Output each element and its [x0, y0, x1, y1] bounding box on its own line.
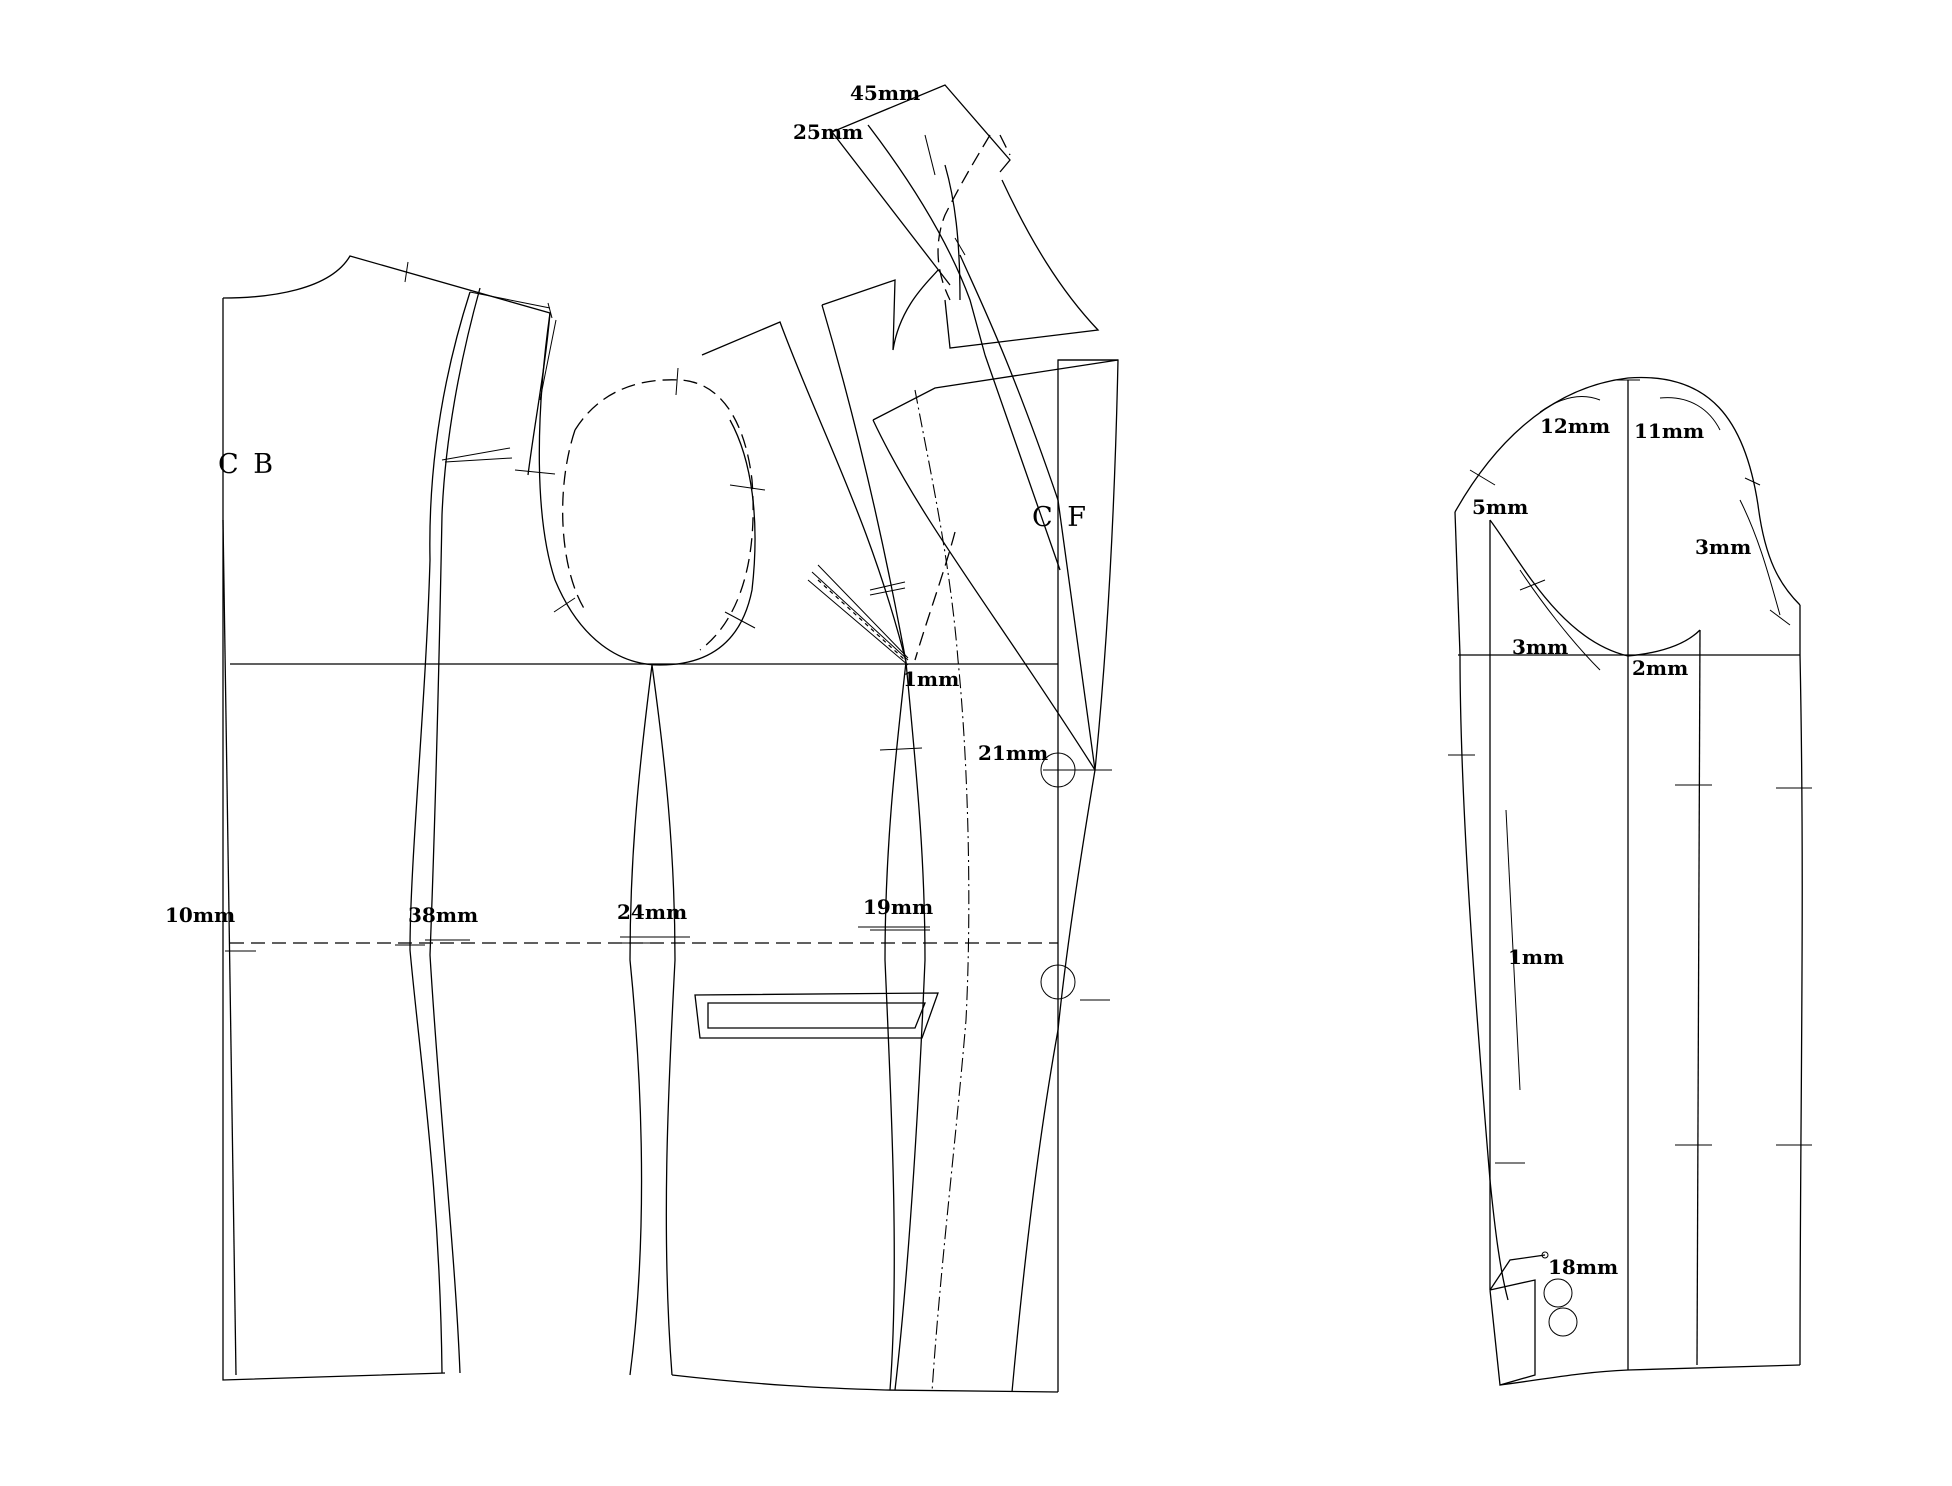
- button-icon: [1543, 1278, 1573, 1308]
- front-panel: [694, 269, 1119, 1393]
- measurement-label: 3mm: [1695, 535, 1751, 559]
- button-icon: [1040, 964, 1076, 1000]
- measurement-label: 11mm: [1634, 419, 1704, 443]
- lapel-collar: [831, 84, 1100, 771]
- measurement-label: 24mm: [617, 900, 687, 924]
- sleeve-pattern: 12mm 11mm 5mm 3mm 3mm 2mm 1mm 18mm: [1448, 376, 1812, 1386]
- measurement-label: 10mm: [165, 903, 235, 927]
- measurement-label: 1mm: [1508, 945, 1564, 969]
- center-back-label: C B: [218, 449, 276, 480]
- measurement-label: 25mm: [793, 120, 863, 144]
- measurement-label: 18mm: [1548, 1255, 1618, 1279]
- measurement-label: 3mm: [1512, 635, 1568, 659]
- button-hole-icon: [1541, 1251, 1549, 1259]
- side-panel: [629, 321, 909, 1391]
- measurement-label: 19mm: [863, 895, 933, 919]
- jacket-body-pattern: C B C F 45mm 25mm 1mm 21mm 10mm 38mm 24m…: [165, 81, 1119, 1393]
- measurement-label: 45mm: [850, 81, 920, 105]
- armhole: [538, 312, 766, 666]
- back-panel: [222, 255, 557, 1381]
- measurement-label: 21mm: [978, 741, 1048, 765]
- measurement-label: 12mm: [1540, 414, 1610, 438]
- button-icon: [1548, 1307, 1578, 1337]
- measurement-label: 38mm: [408, 903, 478, 927]
- center-front-label: C F: [1032, 502, 1089, 533]
- measurement-label: 1mm: [903, 667, 959, 691]
- button-icon: [1040, 752, 1076, 788]
- pocket: [694, 992, 939, 1039]
- measurement-label: 5mm: [1472, 495, 1528, 519]
- measurement-label: 2mm: [1632, 656, 1688, 680]
